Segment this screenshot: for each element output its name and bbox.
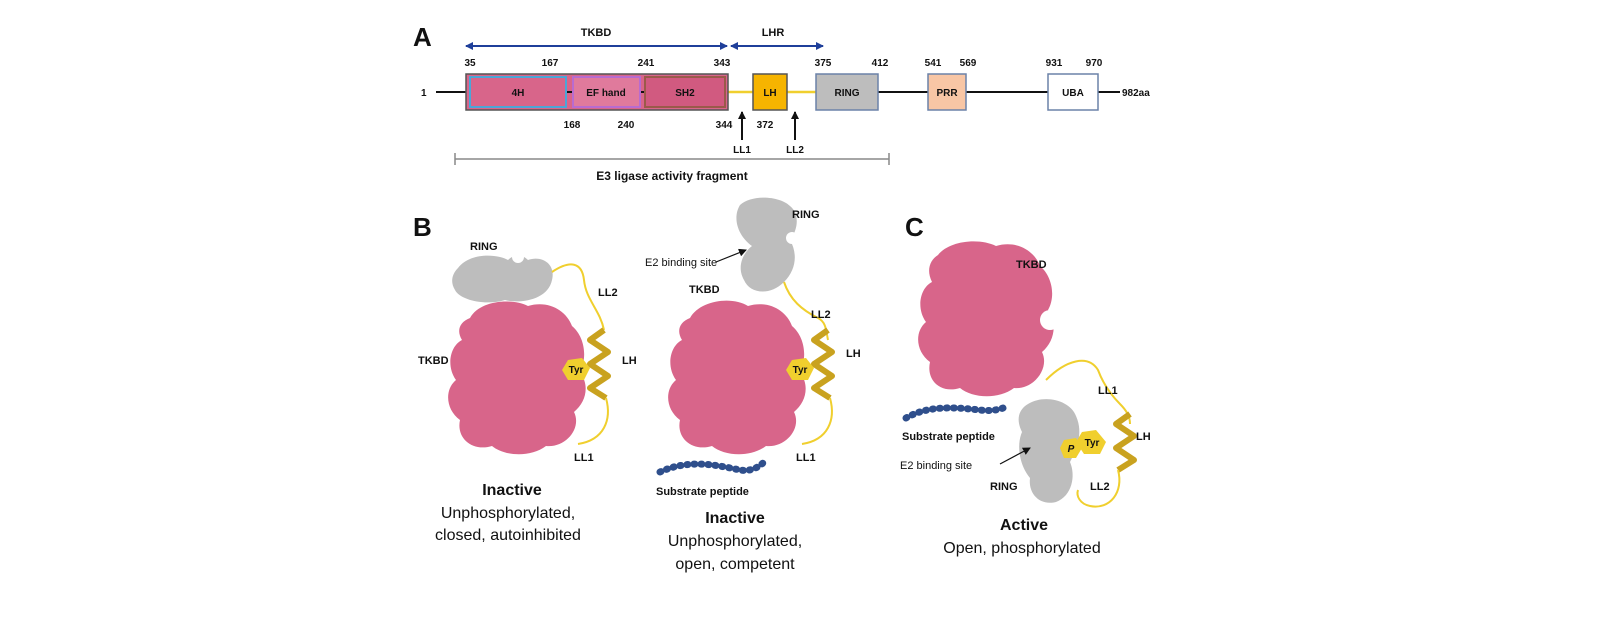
ring-label: RING bbox=[990, 481, 1018, 493]
lh-helix bbox=[811, 327, 835, 401]
ring-label: RING bbox=[792, 209, 820, 221]
pos-372: 372 bbox=[757, 120, 774, 131]
tyr-label: Tyr bbox=[793, 365, 808, 376]
tkbd-label: TKBD bbox=[689, 284, 720, 296]
pos-541: 541 bbox=[925, 58, 942, 69]
panel-b: B RING TKBD LL2 LH Tyr LL1 Inactive Unph… bbox=[413, 197, 861, 573]
ll1-label: LL1 bbox=[574, 452, 594, 464]
domain-ring bbox=[815, 73, 879, 111]
lhr-span-label: LHR bbox=[762, 27, 785, 39]
tkbd-shape bbox=[448, 301, 586, 455]
pos-240: 240 bbox=[618, 120, 635, 131]
lh-label: LH bbox=[1136, 431, 1151, 443]
domain-uba bbox=[1047, 73, 1099, 111]
end-length-label: 982aa bbox=[1122, 88, 1150, 99]
e2-site-label: E2 binding site bbox=[900, 460, 972, 472]
pos-931: 931 bbox=[1046, 58, 1063, 69]
domain-ring-label: RING bbox=[835, 88, 860, 99]
pos-35: 35 bbox=[464, 58, 476, 69]
pos-569: 569 bbox=[960, 58, 977, 69]
ring-shape bbox=[1018, 399, 1080, 503]
caption: Open, phosphorylated bbox=[943, 540, 1100, 557]
tkbd-shape bbox=[918, 241, 1054, 397]
phospho-label: P bbox=[1068, 444, 1075, 455]
ll2-linker bbox=[1076, 469, 1121, 508]
phospho-group bbox=[1060, 438, 1082, 458]
domain-ef-hand bbox=[572, 76, 641, 108]
ll2-label: LL2 bbox=[1090, 481, 1110, 493]
tkbd-shape bbox=[668, 300, 806, 455]
ll1-label: LL1 bbox=[733, 145, 751, 156]
caption-line2: open, competent bbox=[675, 556, 795, 573]
lh-helix bbox=[587, 327, 611, 401]
e2-site-arrow bbox=[715, 248, 747, 263]
domain-uba-label: UBA bbox=[1062, 88, 1084, 99]
e2-site-arrow bbox=[999, 447, 1031, 465]
panel-a-label: A bbox=[413, 22, 432, 52]
substrate-label: Substrate peptide bbox=[902, 431, 995, 443]
ll1-label: LL1 bbox=[1098, 385, 1118, 397]
substrate-peptide bbox=[902, 402, 1012, 422]
ring-shape bbox=[736, 197, 797, 292]
pos-241: 241 bbox=[638, 58, 655, 69]
pos-344: 344 bbox=[716, 120, 733, 131]
domain-lh-label: LH bbox=[763, 88, 776, 99]
ring-shape bbox=[452, 255, 553, 303]
ring-e2-notch bbox=[786, 232, 798, 244]
ring-label: RING bbox=[470, 241, 498, 253]
state-label: Active bbox=[1000, 517, 1048, 534]
ll1-label: LL1 bbox=[796, 452, 816, 464]
tyr-label: Tyr bbox=[569, 365, 584, 376]
state-label: Inactive bbox=[482, 482, 542, 499]
domain-prr bbox=[927, 73, 967, 111]
substrate-label: Substrate peptide bbox=[656, 486, 749, 498]
ll1-linker bbox=[801, 397, 833, 445]
substrate-peptide bbox=[656, 458, 768, 476]
tkbd-span-label: TKBD bbox=[581, 27, 612, 39]
caption-line1: Unphosphorylated, bbox=[441, 505, 575, 522]
caption-line2: closed, autoinhibited bbox=[435, 527, 581, 544]
domain-prr-label: PRR bbox=[936, 88, 958, 99]
domain-sh2 bbox=[644, 76, 726, 108]
tyr-residue bbox=[562, 358, 590, 380]
ll2-label: LL2 bbox=[786, 145, 804, 156]
panel-b-left: RING TKBD LL2 LH Tyr LL1 Inactive Unphos… bbox=[418, 241, 637, 544]
tkbd-label: TKBD bbox=[1016, 259, 1047, 271]
state-label: Inactive bbox=[705, 510, 765, 527]
panel-c: C TKBD Substrate peptide LL1 LH E2 bindi… bbox=[900, 212, 1151, 557]
tyr-residue bbox=[786, 358, 814, 380]
ll2-label: LL2 bbox=[811, 309, 831, 321]
pos-970: 970 bbox=[1086, 58, 1103, 69]
panel-b-label: B bbox=[413, 212, 432, 242]
pos-343: 343 bbox=[714, 58, 731, 69]
pos-375: 375 bbox=[815, 58, 832, 69]
tkbd-label: TKBD bbox=[418, 355, 449, 367]
caption-line1: Unphosphorylated, bbox=[668, 533, 802, 550]
panel-c-label: C bbox=[905, 212, 924, 242]
tyr-residue bbox=[1076, 430, 1106, 454]
tkbd-binding-notch bbox=[1040, 310, 1060, 330]
domain-ef-hand-label: EF hand bbox=[586, 88, 625, 99]
pos-412: 412 bbox=[872, 58, 889, 69]
domain-4h-label: 4H bbox=[512, 88, 525, 99]
panel-b-right: RING E2 binding site TKBD LL2 LH Tyr LL1… bbox=[645, 197, 861, 573]
lh-helix bbox=[1113, 411, 1137, 473]
ring-e2-notch bbox=[512, 251, 524, 263]
tyr-label: Tyr bbox=[1085, 438, 1100, 449]
domain-lh bbox=[752, 73, 788, 111]
lh-label: LH bbox=[622, 355, 637, 367]
pos-168: 168 bbox=[564, 120, 581, 131]
pos-167: 167 bbox=[542, 58, 559, 69]
lh-label: LH bbox=[846, 348, 861, 360]
pos-1: 1 bbox=[421, 88, 427, 99]
domain-sh2-label: SH2 bbox=[675, 88, 695, 99]
panel-a: A TKBD LHR 35 167 241 343 375 412 541 56… bbox=[413, 22, 1150, 183]
ll1-linker bbox=[577, 397, 609, 445]
domain-4h bbox=[469, 76, 567, 108]
ll2-label: LL2 bbox=[598, 287, 618, 299]
ll2-linker bbox=[551, 263, 605, 331]
fragment-label: E3 ligase activity fragment bbox=[596, 169, 747, 183]
e2-site-label: E2 binding site bbox=[645, 257, 717, 269]
